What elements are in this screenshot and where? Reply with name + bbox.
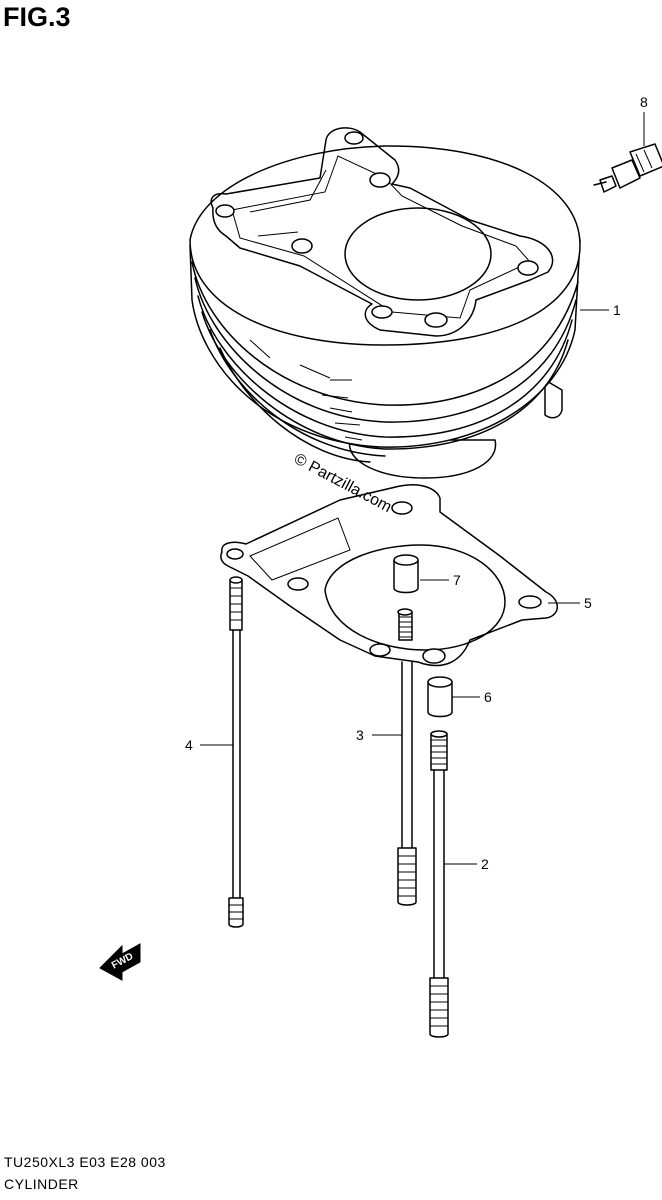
callout-8: 8 xyxy=(640,94,648,110)
callout-6: 6 xyxy=(484,689,492,705)
cylinder-gasket-part[interactable] xyxy=(220,484,558,667)
leader-lines xyxy=(200,112,645,865)
callout-4: 4 xyxy=(185,737,193,753)
callout-1: 1 xyxy=(613,302,621,318)
model-code: TU250XL3 E03 E28 003 xyxy=(4,1154,166,1170)
callout-3: 3 xyxy=(356,727,364,743)
stud-middle-part[interactable] xyxy=(397,608,417,906)
cylinder-part[interactable] xyxy=(189,127,581,479)
callout-7: 7 xyxy=(453,572,461,588)
stud-long-part[interactable] xyxy=(429,730,449,1038)
figure-title: FIG.3 xyxy=(3,2,71,32)
dowel-pin-upper-part[interactable] xyxy=(393,554,419,594)
temperature-sensor-part[interactable] xyxy=(593,143,662,193)
fwd-arrow-icon: FWD xyxy=(99,943,141,981)
stud-left-part[interactable] xyxy=(228,576,244,928)
callout-2: 2 xyxy=(481,856,489,872)
assembly-name: CYLINDER xyxy=(4,1176,79,1192)
dowel-pin-lower-part[interactable] xyxy=(427,676,453,718)
callout-5: 5 xyxy=(584,595,592,611)
